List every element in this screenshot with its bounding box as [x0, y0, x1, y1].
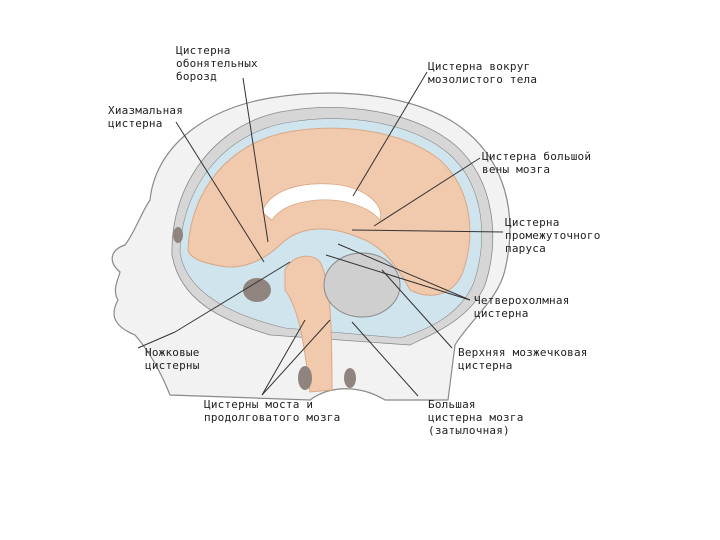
- label-line: Хиазмальная: [108, 104, 184, 117]
- label-line: паруса: [505, 242, 546, 255]
- label-line: мозолистого тела: [428, 73, 538, 86]
- label-great-vein-cistern: Цистерна большой вены мозга: [482, 150, 591, 176]
- label-cisterna-magna: Большая цистерна мозга (затылочная): [428, 398, 524, 437]
- label-line: Четверохолмная: [474, 294, 570, 307]
- label-velum-cistern: Цистерна промежуточного паруса: [505, 216, 601, 255]
- leader-peduncular-2: [174, 261, 291, 333]
- label-superior-cerebellar-cistern: Верхняя мозжечковая цистерна: [458, 346, 588, 372]
- label-line: борозд: [176, 70, 217, 83]
- leader-cisterna-magna: [351, 321, 419, 397]
- corpus-callosum: [261, 183, 382, 221]
- label-chiasmal-cistern: Хиазмальная цистерна: [108, 104, 183, 130]
- leader-chiasmal: [175, 121, 265, 263]
- label-line: Цистерна вокруг: [428, 60, 531, 73]
- sinus-spot-right: [344, 368, 356, 388]
- leader-quadrigeminal-2: [325, 254, 471, 301]
- brainstem: [284, 255, 333, 393]
- cerebellum: [323, 252, 401, 318]
- label-callosal-cistern: Цистерна вокруг мозолистого тела: [428, 60, 537, 86]
- label-line: цистерна: [474, 307, 529, 320]
- leader-callosal: [352, 71, 428, 197]
- label-line: Цистерна: [505, 216, 560, 229]
- leader-pontine-1: [261, 319, 306, 396]
- leader-superior-cerebellar: [381, 269, 453, 349]
- leader-peduncular-1: [137, 331, 176, 349]
- label-pontine-cisterns: Цистерны моста и продолговатого мозга: [204, 398, 340, 424]
- leader-quadrigeminal-1: [337, 243, 471, 301]
- label-line: продолговатого мозга: [204, 411, 341, 424]
- leader-great-vein: [373, 157, 481, 227]
- label-line: цистерна мозга: [428, 411, 524, 424]
- sinus-spot-small: [173, 227, 183, 243]
- label-line: обонятельных: [176, 57, 258, 70]
- leader-pontine-2: [261, 319, 331, 396]
- label-olfactory-cistern: Цистерна обонятельных борозд: [176, 44, 258, 83]
- label-line: промежуточного: [505, 229, 601, 242]
- label-line: Цистерны моста и: [204, 398, 314, 411]
- leader-velum: [351, 229, 504, 233]
- label-line: Верхняя мозжечковая: [458, 346, 588, 359]
- label-line: Большая: [428, 398, 476, 411]
- label-line: вены мозга: [482, 163, 551, 176]
- label-line: цистерна: [458, 359, 513, 372]
- label-line: цистерны: [145, 359, 200, 372]
- label-quadrigeminal-cistern: Четверохолмная цистерна: [474, 294, 570, 320]
- label-line: (затылочная): [428, 424, 510, 437]
- label-line: Цистерна большой: [482, 150, 592, 163]
- label-line: Цистерна: [176, 44, 231, 57]
- sinus-spot-left: [298, 366, 312, 390]
- sinus-spot-front: [243, 278, 271, 302]
- label-line: Ножковые: [145, 346, 200, 359]
- label-line: цистерна: [108, 117, 163, 130]
- label-peduncular-cisterns: Ножковые цистерны: [145, 346, 200, 372]
- leader-olfactory: [242, 77, 269, 243]
- leader-lines: [137, 71, 504, 397]
